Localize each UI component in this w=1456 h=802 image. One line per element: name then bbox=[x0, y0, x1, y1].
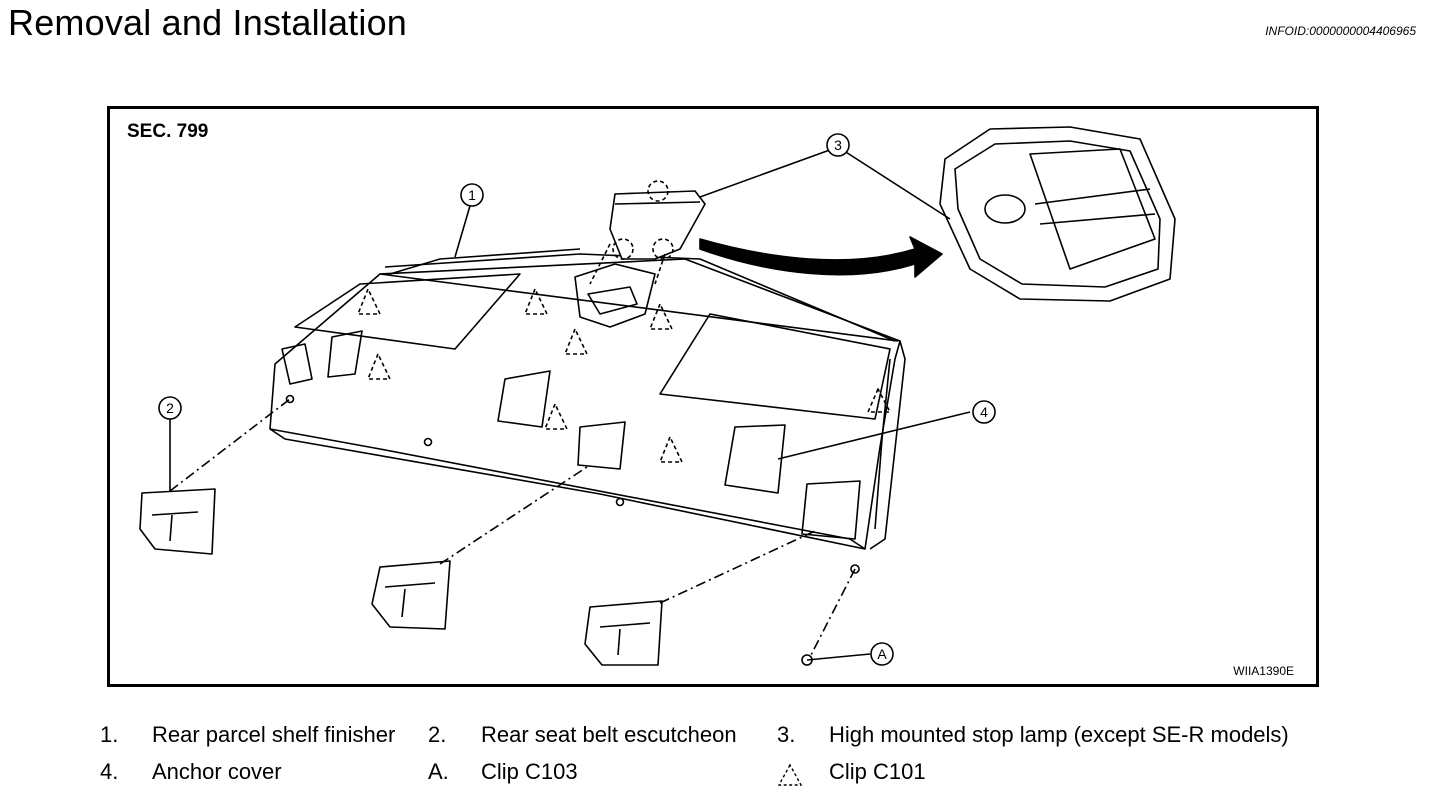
figure-code: WIIA1390E bbox=[1233, 664, 1294, 678]
callout-4: 4 bbox=[980, 404, 988, 420]
callout-1: 1 bbox=[468, 187, 476, 203]
legend-text: Anchor cover bbox=[152, 759, 282, 784]
callout-3: 3 bbox=[834, 137, 842, 153]
callout-a: A bbox=[877, 646, 887, 662]
section-label: SEC. 799 bbox=[127, 121, 209, 142]
callout-2: 2 bbox=[166, 400, 174, 416]
legend-text: Rear parcel shelf finisher bbox=[152, 722, 396, 747]
legend-num: 1. bbox=[100, 722, 119, 747]
legend-num: 4. bbox=[100, 759, 119, 784]
info-id: INFOID:0000000004406965 bbox=[1265, 24, 1416, 38]
parcel-shelf-illustration: 1 2 3 4 A bbox=[139, 126, 1176, 666]
page-title: Removal and Installation bbox=[8, 2, 408, 43]
legend: 1. Rear parcel shelf finisher 2. Rear se… bbox=[0, 718, 1456, 802]
legend-num: 3. bbox=[777, 722, 796, 747]
legend-text: Clip C101 bbox=[829, 759, 926, 784]
dashed-triangle-icon bbox=[777, 763, 803, 786]
diagram-figure: 1 2 3 4 A SEC. 799 WIIA1390E bbox=[107, 106, 1319, 687]
legend-num: 2. bbox=[428, 722, 447, 747]
legend-text: High mounted stop lamp (except SE-R mode… bbox=[829, 722, 1289, 747]
legend-num: A. bbox=[428, 759, 449, 784]
legend-text: Clip C103 bbox=[481, 759, 578, 784]
legend-text: Rear seat belt escutcheon bbox=[481, 722, 737, 747]
